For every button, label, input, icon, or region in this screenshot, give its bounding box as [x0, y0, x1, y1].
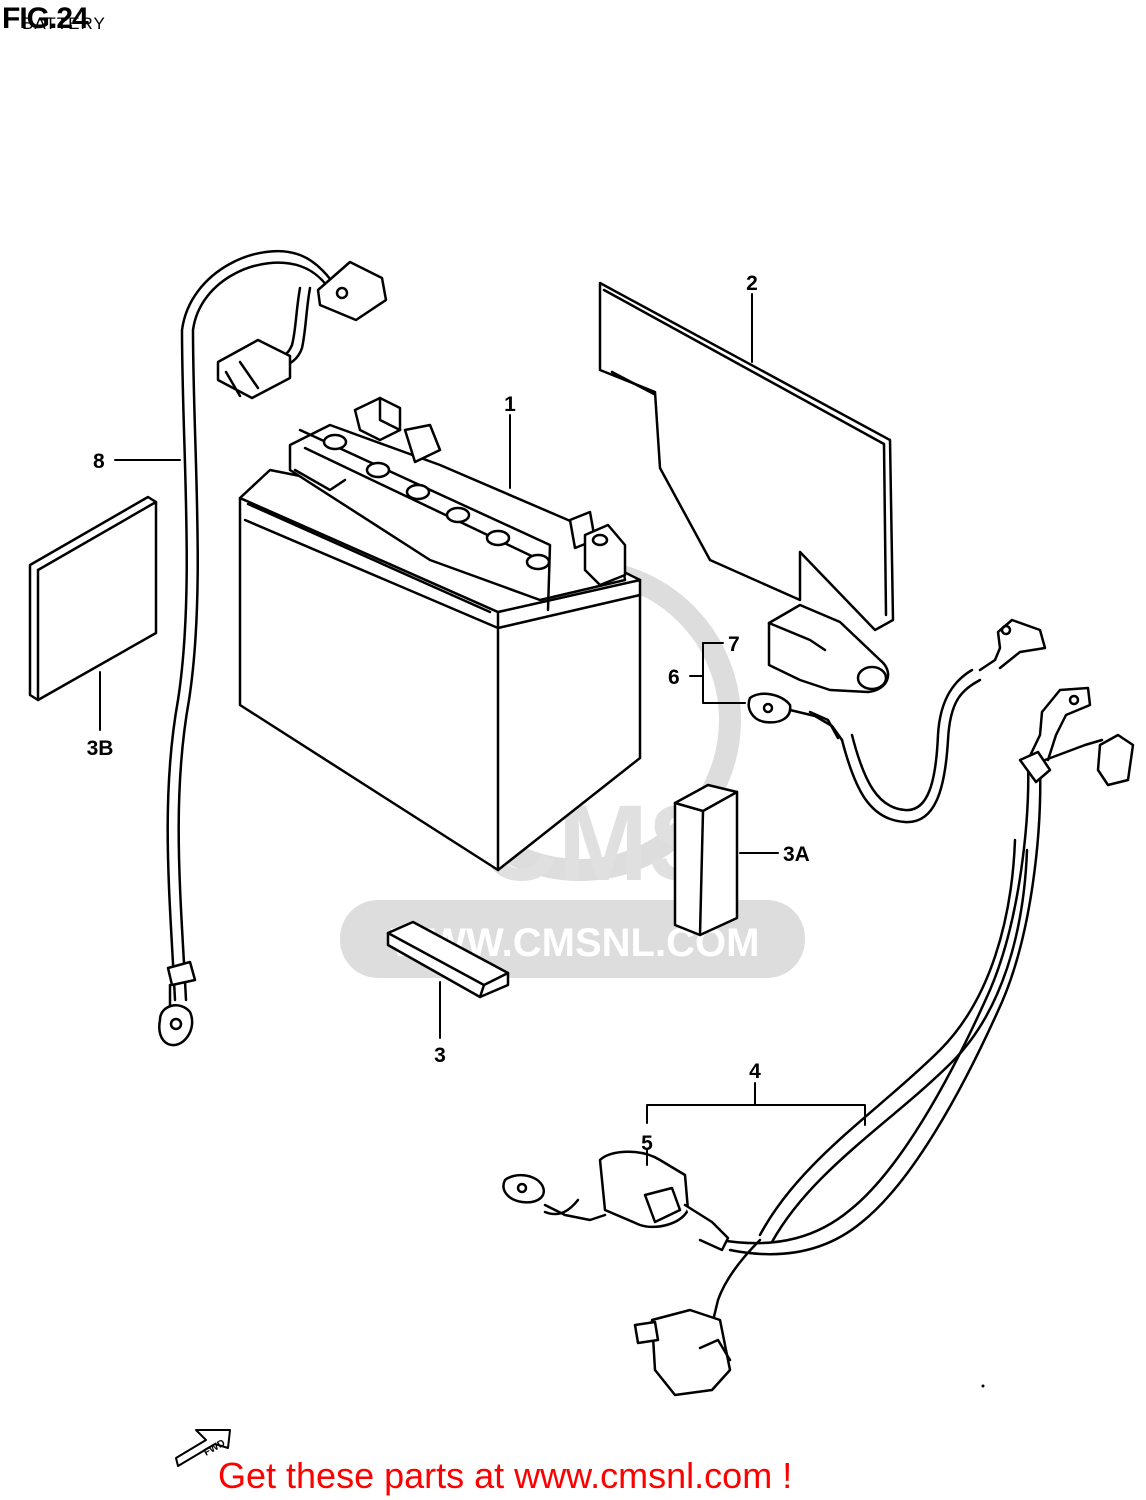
- label-part-3a: 3A: [783, 843, 810, 866]
- figure-title: FIG.24: [2, 2, 89, 35]
- part-labels: 1 2 3 3A 3B 4 5 6 7 8: [87, 272, 810, 1155]
- figure-subtitle: BATTERY: [22, 14, 106, 33]
- battery-cover-plate: [598, 281, 895, 632]
- leader-lines: [99, 293, 866, 1166]
- label-part-5: 5: [641, 1132, 653, 1155]
- label-part-8: 8: [93, 450, 105, 473]
- lead-wire-8: [158, 250, 388, 1047]
- pad-3b: [28, 495, 158, 702]
- negative-lead-4: [502, 686, 1135, 1397]
- label-part-3: 3: [434, 1044, 446, 1067]
- positive-lead-6: [747, 603, 1047, 824]
- pad-3a: [673, 783, 739, 937]
- footer-link[interactable]: Get these parts at www.cmsnl.com !: [218, 1455, 793, 1496]
- label-part-1: 1: [504, 393, 516, 416]
- label-part-6: 6: [668, 666, 680, 689]
- label-part-2: 2: [746, 272, 758, 295]
- label-part-4: 4: [749, 1060, 761, 1083]
- battery: [238, 396, 642, 872]
- label-part-3b: 3B: [87, 737, 114, 760]
- label-part-7: 7: [728, 633, 740, 656]
- pad-3: [386, 920, 510, 999]
